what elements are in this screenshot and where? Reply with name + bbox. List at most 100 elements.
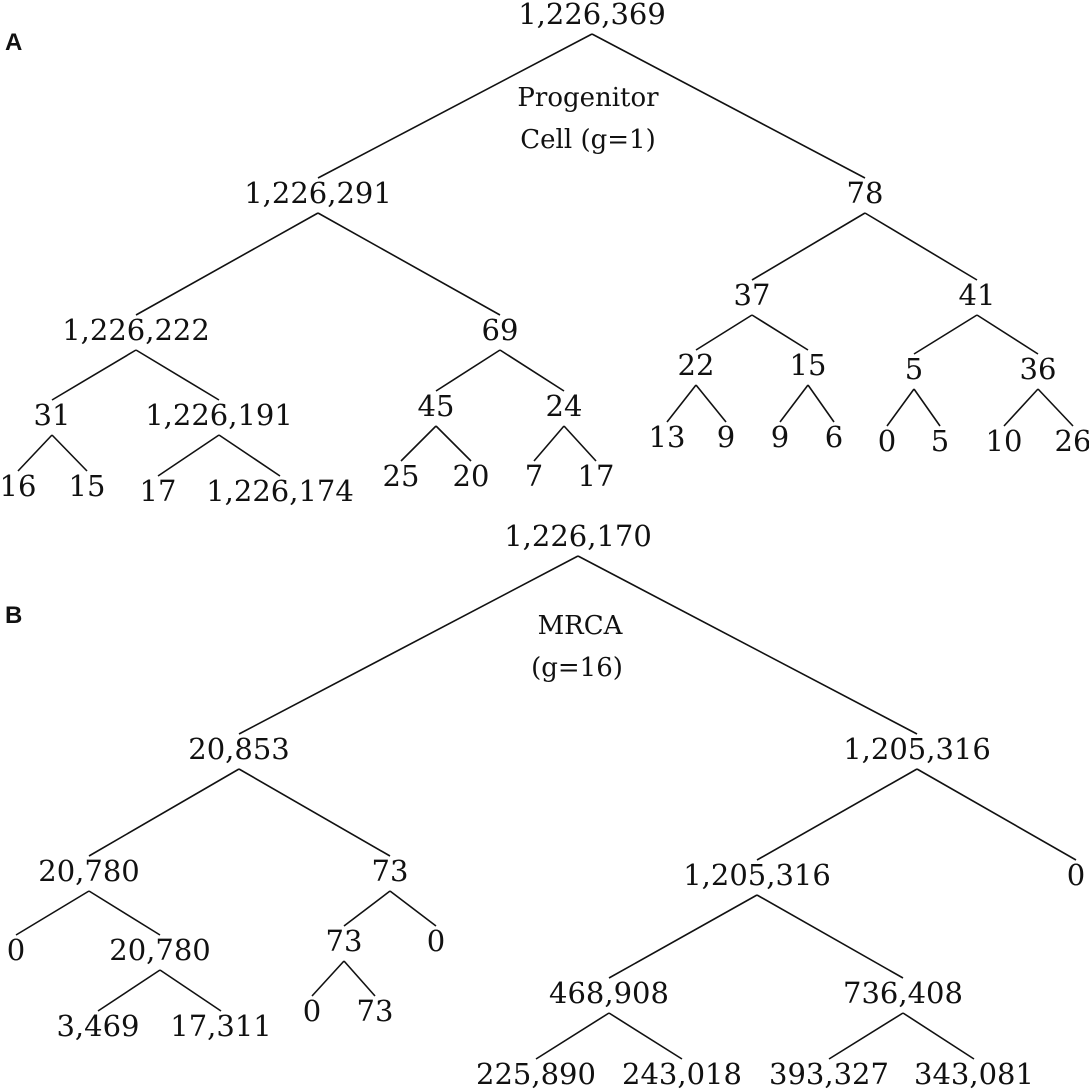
tree-edge xyxy=(916,768,1077,861)
tree-node-value: 25 xyxy=(383,459,420,493)
tree-edge xyxy=(499,349,565,392)
tree-node-value: 1,226,191 xyxy=(145,398,293,432)
tree-edge xyxy=(135,212,319,316)
tree-node-value: 225,890 xyxy=(476,1057,596,1091)
tree-node-value: 1,226,291 xyxy=(244,176,392,210)
tree-node-value: 7 xyxy=(525,459,543,493)
tree-node-value: 31 xyxy=(34,398,71,432)
tree-node-value: 6 xyxy=(825,420,843,454)
tree-edge xyxy=(343,890,391,927)
tree-edge xyxy=(1037,388,1074,427)
tree-edge xyxy=(317,33,593,179)
tree-edge xyxy=(311,960,345,997)
panel-b-caption-line-2: (g=16) xyxy=(531,653,623,683)
tree-edge xyxy=(751,314,809,351)
tree-edge xyxy=(976,314,1039,355)
tree-edge xyxy=(389,890,437,927)
tree-edge xyxy=(17,434,53,472)
tree-node-value: 468,908 xyxy=(549,976,669,1010)
tree-node-value: 393,327 xyxy=(769,1057,889,1091)
tree-edge xyxy=(807,384,835,423)
tree-node-value: 20 xyxy=(453,459,490,493)
tree-edge xyxy=(591,33,866,179)
tree-edge xyxy=(751,212,866,281)
tree-node-value: 73 xyxy=(372,854,409,888)
tree-edge xyxy=(1003,388,1039,427)
tree-node-value: 45 xyxy=(418,389,455,423)
tree-edge xyxy=(533,425,565,462)
tree-node-value: 5 xyxy=(905,352,923,386)
tree-edge xyxy=(51,434,88,472)
tree-node-value: 343,081 xyxy=(914,1057,1034,1091)
tree-edge xyxy=(695,314,753,351)
tree-edge xyxy=(864,212,978,281)
tree-node-value: 17 xyxy=(140,474,177,508)
tree-edge xyxy=(756,768,918,861)
tree-node-value: 9 xyxy=(717,420,735,454)
tree-node-value: 17 xyxy=(578,459,615,493)
tree-node-value: 73 xyxy=(357,994,394,1028)
panel-a-label: A xyxy=(5,29,22,56)
tree-edge xyxy=(886,388,915,427)
tree-node-value: 0 xyxy=(303,994,321,1028)
tree-node-value: 9 xyxy=(771,420,789,454)
tree-edge xyxy=(666,384,697,423)
tree-edge xyxy=(135,349,220,401)
tree-edge xyxy=(218,434,281,477)
tree-node-value: 69 xyxy=(482,313,519,347)
panel-a-caption-line-1: Progenitor xyxy=(517,83,659,113)
tree-edge xyxy=(97,969,161,1012)
tree-edge xyxy=(159,969,222,1012)
tree-edge xyxy=(238,555,579,735)
tree-edge xyxy=(756,894,904,979)
tree-node-value: 24 xyxy=(546,389,583,423)
tree-node-value: 3,469 xyxy=(56,1009,139,1043)
tree-node-value: 736,408 xyxy=(843,976,963,1010)
tree-edge xyxy=(435,425,472,462)
tree-node-value: 78 xyxy=(847,176,884,210)
tree-node-value: 0 xyxy=(7,933,25,967)
tree-edge xyxy=(695,384,727,423)
tree-node-value: 17,311 xyxy=(170,1009,271,1043)
tree-edge xyxy=(343,960,376,997)
tree-node-value: 0 xyxy=(878,424,896,458)
tree-edge xyxy=(317,212,501,316)
tree-edge xyxy=(435,349,501,392)
tree-node-value: 36 xyxy=(1020,352,1057,386)
tree-edge xyxy=(238,768,391,857)
tree-edges xyxy=(15,555,1077,1060)
tree-node-value: 73 xyxy=(326,924,363,958)
tree-node-value: 1,226,174 xyxy=(206,474,354,508)
tree-node-value: 243,018 xyxy=(622,1057,742,1091)
tree-edge xyxy=(535,1012,610,1060)
tree-node-value: 41 xyxy=(959,278,996,312)
tree-edge xyxy=(913,314,978,355)
tree-edge xyxy=(577,555,918,735)
tree-node-value: 1,226,222 xyxy=(62,313,210,347)
tree-node-value: 26 xyxy=(1055,424,1089,458)
tree-edges xyxy=(17,33,1074,477)
tree-edge xyxy=(828,1012,904,1060)
tree-node-value: 20,853 xyxy=(188,732,289,766)
tree-edge xyxy=(15,890,90,936)
tree-edge xyxy=(902,1012,975,1060)
tree-node-value: 13 xyxy=(649,420,686,454)
tree-node-value: 0 xyxy=(427,924,445,958)
tree-node-value: 16 xyxy=(0,469,36,503)
tree-edge xyxy=(563,425,597,462)
tree-edge xyxy=(88,890,161,936)
tree-node-value: 22 xyxy=(678,348,715,382)
tree-node-value: 15 xyxy=(790,348,827,382)
tree-edge xyxy=(608,1012,683,1060)
tree-node-value: 20,780 xyxy=(38,854,139,888)
panel-b-caption-line-1: MRCA xyxy=(538,611,624,641)
tree-node-value: 1,205,316 xyxy=(683,858,831,892)
tree-edge xyxy=(779,384,809,423)
tree-node-value: 15 xyxy=(69,469,106,503)
tree-node-value: 0 xyxy=(1067,858,1085,892)
panel-b-label: B xyxy=(5,602,22,629)
